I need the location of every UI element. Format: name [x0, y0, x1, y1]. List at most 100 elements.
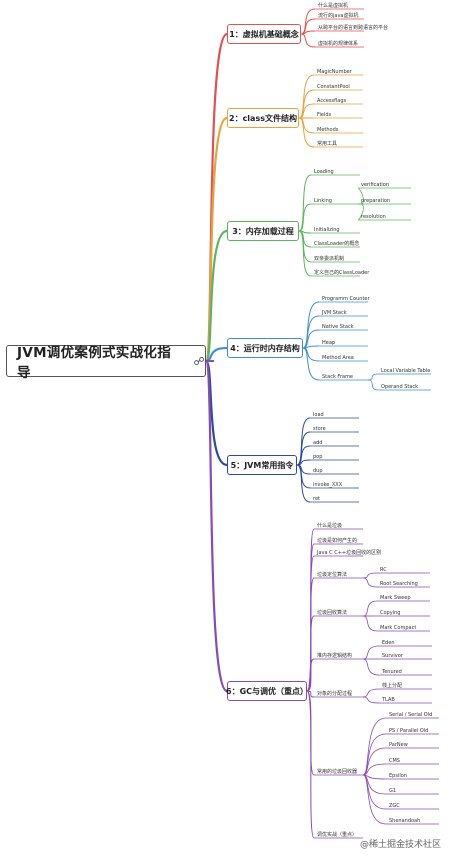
subleaf-connector — [367, 379, 379, 391]
subleaf-node[interactable]: RC — [380, 567, 387, 573]
leaf-node[interactable]: Method Area — [322, 355, 354, 361]
leaf-node[interactable]: 流行的java虚拟机 — [318, 13, 359, 19]
leaf-node[interactable]: Fields — [317, 112, 332, 118]
subleaf-node[interactable]: Copying — [380, 610, 401, 616]
leaf-node[interactable]: MagicNumber — [317, 69, 352, 75]
subleaf-node[interactable]: Mark Sweep — [380, 595, 411, 601]
subleaf-node[interactable]: PS / Parallel Old — [389, 728, 429, 734]
leaf-node[interactable]: 什么是垃圾 — [317, 523, 343, 529]
subleaf-node[interactable]: CMS — [389, 758, 400, 764]
subleaf-node[interactable]: TLAB — [382, 697, 395, 703]
subleaf-node[interactable]: Mark Compact — [380, 625, 417, 631]
leaf-connector — [296, 417, 311, 466]
leaf-node[interactable]: ret — [313, 496, 320, 502]
leaf-node[interactable]: 虚拟机的规律体系 — [318, 41, 359, 47]
leaf-node[interactable]: Native Stack — [322, 324, 354, 330]
leaf-node[interactable]: 常用工具 — [317, 141, 338, 147]
leaf-node[interactable]: 定义自己的ClassLoader — [314, 270, 370, 276]
leaf-node[interactable]: 垃圾是如何产生的 — [317, 538, 358, 544]
leaf-node[interactable]: dup — [313, 468, 323, 474]
subleaf-node[interactable]: Operand Stack — [381, 384, 419, 390]
subleaf-connector — [362, 763, 387, 776]
leaf-connector — [298, 174, 312, 232]
branch-node[interactable]: 4：运行时内存结构 — [227, 338, 303, 358]
leaf-connector — [296, 464, 311, 489]
leaf-node[interactable]: JVM Stack — [322, 310, 347, 316]
subleaf-connector — [362, 572, 378, 579]
leaf-node[interactable]: pop — [313, 454, 323, 460]
leaf-node[interactable]: 什么是虚拟机 — [318, 3, 349, 9]
branch-connector — [204, 229, 228, 363]
branch-connector — [204, 116, 228, 363]
leaf-node[interactable]: load — [313, 412, 324, 418]
leaf-connector — [302, 301, 320, 349]
leaf-connector — [298, 74, 315, 119]
subleaf-node[interactable]: preparation — [361, 198, 391, 204]
branch-connector — [204, 359, 229, 693]
subleaf-node[interactable]: Epsilon — [389, 773, 407, 779]
subleaf-node[interactable]: ParNew — [389, 742, 408, 748]
subleaf-node[interactable]: Serial / Serial Old — [389, 712, 433, 718]
subleaf-connector — [362, 747, 387, 776]
subleaf-node[interactable]: Local Variable Table — [381, 368, 431, 374]
leaf-connector — [298, 230, 312, 277]
leaf-node[interactable]: ConstantPool — [317, 84, 350, 90]
subleaf-node[interactable]: ZGC — [389, 803, 400, 809]
subleaf-node[interactable]: Root Searching — [380, 581, 418, 587]
leaf-node[interactable]: Linking — [314, 198, 332, 204]
leaf-node[interactable]: Java C C++垃圾回收的区别 — [317, 550, 382, 556]
leaf-node[interactable]: Stack Frame — [322, 374, 354, 380]
leaf-node[interactable]: Loading — [314, 169, 334, 175]
leaf-node[interactable]: Heap — [322, 340, 336, 346]
leaf-node[interactable]: invoke_XXX — [313, 482, 343, 488]
subleaf-connector — [362, 645, 380, 660]
link-icon[interactable]: ☍ — [193, 354, 205, 368]
leaf-connector — [298, 203, 312, 232]
subleaf-node[interactable]: resolution — [361, 214, 386, 220]
subleaf-node[interactable]: Tenured — [382, 669, 402, 675]
branch-node[interactable]: 6：GC与调优（重点） — [226, 681, 308, 701]
subleaf-connector — [362, 658, 380, 676]
leaf-connector — [306, 690, 315, 698]
subleaf-node[interactable]: Shenandoah — [389, 818, 421, 824]
root-node[interactable]: JVM调优案例式实战化指导 ☍ — [6, 345, 206, 381]
leaf-node[interactable]: 堆内存逻辑结构 — [317, 653, 353, 659]
leaf-connector — [296, 464, 311, 503]
subleaf-node[interactable]: Survivor — [382, 653, 403, 659]
leaf-connector — [298, 89, 315, 119]
branch-node[interactable]: 1：虚拟机基础概念 — [227, 24, 301, 44]
subleaf-connector — [362, 615, 378, 632]
subleaf-connector — [362, 600, 378, 617]
leaf-node[interactable]: Accessflags — [317, 98, 347, 104]
subleaf-connector — [362, 696, 380, 704]
leaf-node[interactable]: store — [313, 426, 326, 432]
leaf-connector — [302, 347, 320, 381]
leaf-connector — [300, 33, 316, 48]
subleaf-connector — [362, 688, 380, 698]
branch-node[interactable]: 2：class文件结构 — [227, 108, 299, 128]
leaf-node[interactable]: 双亲委派机制 — [314, 256, 345, 262]
branch-node[interactable]: 3：内存加载过程 — [227, 221, 299, 241]
root-title: JVM调优案例式实战化指导 — [17, 345, 172, 381]
leaf-node[interactable]: 垃圾定位算法 — [317, 572, 348, 578]
leaf-node[interactable]: 常用的垃圾回收器 — [317, 769, 358, 775]
leaf-node[interactable]: 对象的分配过程 — [317, 691, 353, 697]
subleaf-node[interactable]: verification — [361, 182, 390, 188]
leaf-node[interactable]: Methods — [317, 127, 339, 133]
leaf-node[interactable]: Initializing — [314, 227, 340, 233]
subleaf-node[interactable]: G1 — [389, 788, 397, 794]
leaf-node[interactable]: 调优实战（重点） — [317, 832, 358, 838]
leaf-node[interactable]: add — [313, 440, 323, 446]
leaf-connector — [296, 431, 311, 466]
subleaf-connector — [362, 774, 387, 825]
leaf-node[interactable]: Programm Counter — [322, 296, 370, 302]
subleaf-node[interactable]: Eden — [382, 640, 395, 646]
branch-node[interactable]: 5：JVM常用指令 — [227, 455, 297, 475]
leaf-connector — [306, 690, 315, 839]
leaf-node[interactable]: 从跨平台的语言到跨语言的平台 — [318, 25, 389, 31]
leaf-node[interactable]: ClassLoader的概念 — [314, 241, 360, 247]
leaf-node[interactable]: 垃圾回收算法 — [317, 610, 348, 616]
subleaf-node[interactable]: 栈上分配 — [382, 683, 403, 689]
